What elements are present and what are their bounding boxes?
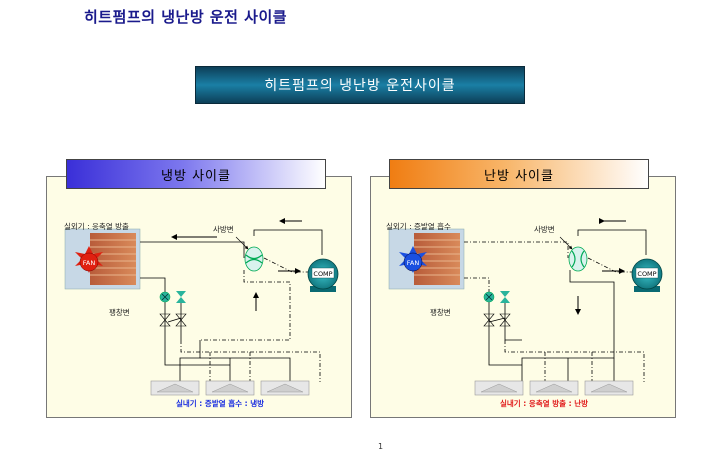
- heating-diagram: [388, 218, 663, 396]
- page-title: 히트펌프의 냉난방 운전 사이클: [84, 8, 288, 26]
- cooling-expansion-valve-label: 팽창변: [109, 308, 130, 317]
- heating-expansion-valve-icon: [483, 291, 511, 327]
- cooling-comp-label: COMP: [313, 270, 332, 278]
- cooling-four-way-valve-icon: [244, 246, 264, 272]
- cooling-diagram: [64, 218, 339, 396]
- cooling-four-way-valve-label: 사방변: [213, 225, 234, 234]
- heating-four-way-valve-label: 사방변: [534, 225, 555, 234]
- heating-four-way-valve-icon: [568, 246, 588, 272]
- heating-outdoor-unit: [388, 228, 465, 290]
- heating-outdoor-label: 실외기 : 증발열 흡수: [386, 222, 451, 231]
- heating-comp-label: COMP: [637, 270, 656, 278]
- cooling-panel: [46, 176, 352, 418]
- cooling-fan-label: FAN: [83, 259, 96, 267]
- heating-caption: 실내기 : 응축열 방출 : 난방: [500, 399, 589, 408]
- title-banner: 히트펌프의 냉난방 운전사이클: [195, 66, 525, 104]
- heating-panel: [370, 176, 676, 418]
- cooling-outdoor-label: 실외기 : 응축열 방출: [64, 222, 129, 231]
- heating-fan-icon: [399, 246, 427, 273]
- heating-fan-label: FAN: [407, 259, 420, 267]
- heating-cycle-header: 난방 사이클: [389, 159, 649, 189]
- cooling-expansion-valve-icon: [159, 291, 187, 327]
- cooling-cycle-header: 냉방 사이클: [66, 159, 326, 189]
- cooling-outdoor-unit: [64, 228, 141, 290]
- heating-indoor-units: [474, 380, 634, 396]
- cooling-indoor-units: [150, 380, 310, 396]
- page-number: 1: [378, 442, 384, 451]
- cooling-caption: 실내기 : 증발열 흡수 : 냉방: [176, 399, 265, 408]
- heating-expansion-valve-label: 팽창변: [430, 308, 451, 317]
- cooling-fan-icon: [75, 246, 103, 273]
